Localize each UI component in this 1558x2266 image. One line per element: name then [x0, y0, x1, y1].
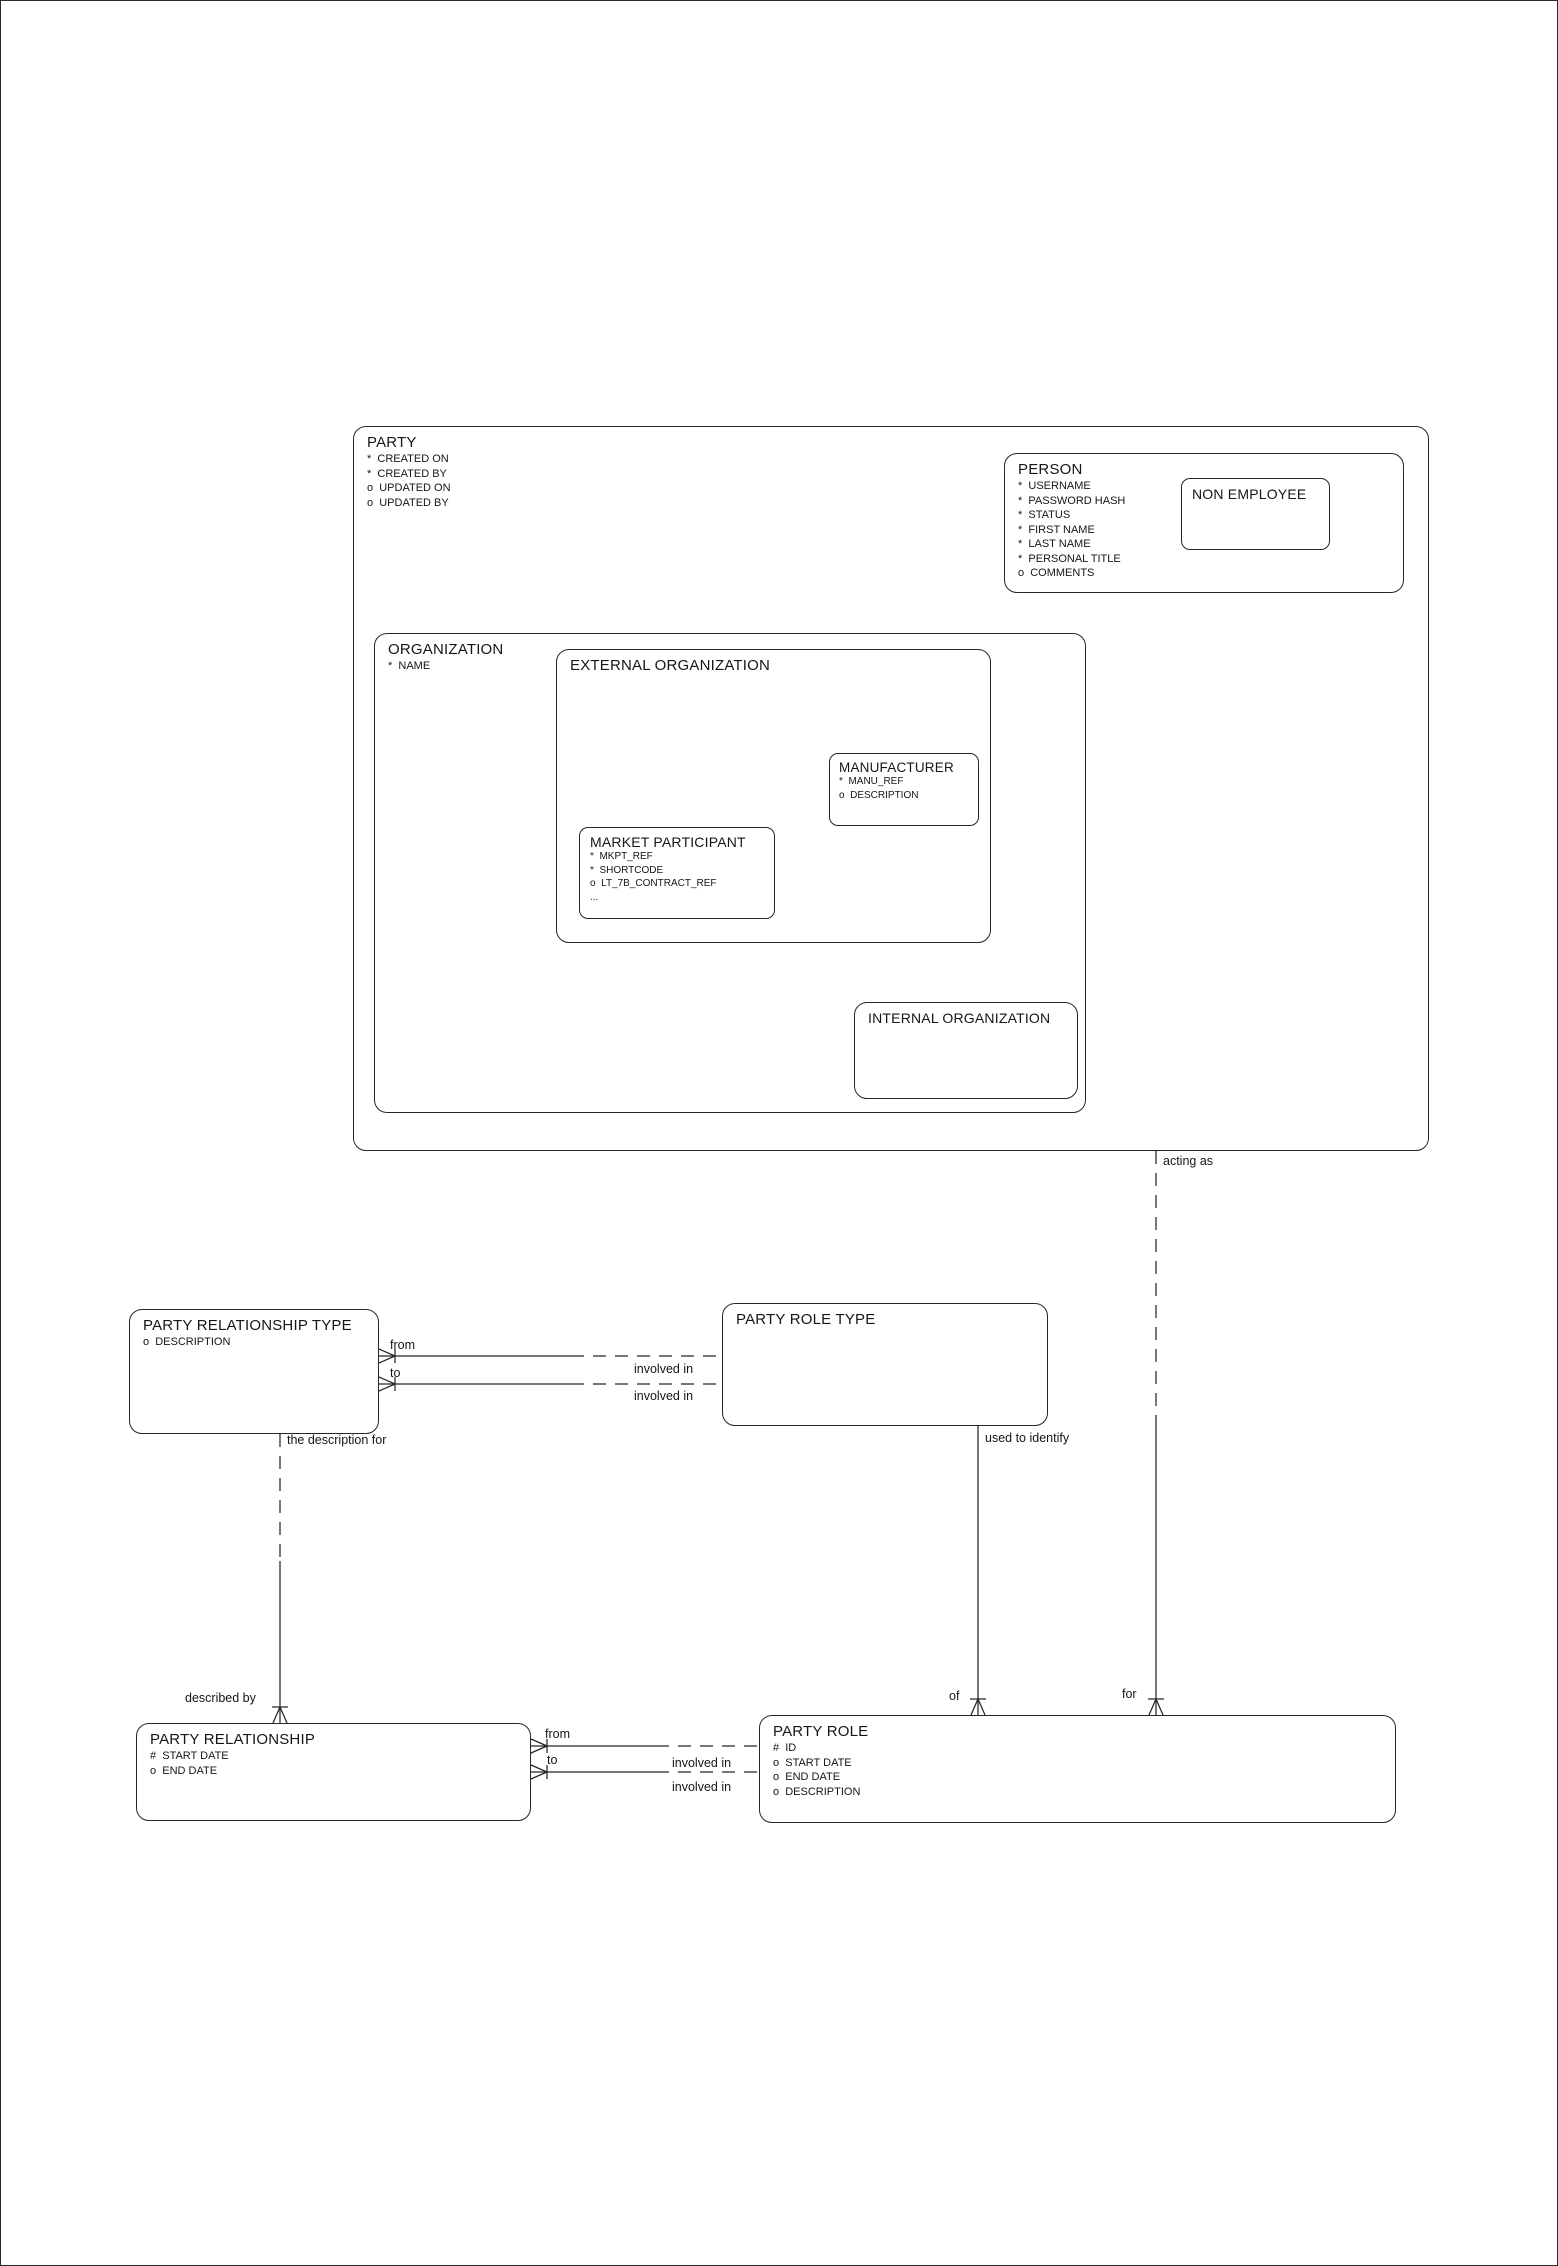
entity-title: PARTY — [367, 434, 417, 451]
entity-party-relationship-type[interactable]: PARTY RELATIONSHIP TYPE o DESCRIPTION — [129, 1309, 379, 1434]
attribute: o LT_7B_CONTRACT_REF — [590, 878, 717, 889]
relationship-label-the-description-for: the description for — [287, 1433, 387, 1447]
attribute: * PERSONAL TITLE — [1018, 552, 1121, 565]
attribute: o UPDATED ON — [367, 482, 451, 494]
relationship-label-prt-from: from — [390, 1338, 415, 1352]
entity-market-participant[interactable]: MARKET PARTICIPANT * MKPT_REF * SHORTCOD… — [579, 827, 775, 919]
attribute: # ID — [773, 1742, 797, 1754]
entity-manufacturer[interactable]: MANUFACTURER * MANU_REF o DESCRIPTION — [829, 753, 979, 826]
entity-title: PARTY RELATIONSHIP — [150, 1731, 316, 1748]
relationship-label-prt-to: to — [390, 1366, 401, 1380]
attribute: ... — [590, 891, 599, 903]
connector-description-for-described-by — [272, 1434, 288, 1724]
attribute: * SHORTCODE — [590, 864, 664, 876]
entity-title: MARKET PARTICIPANT — [590, 834, 746, 850]
connector-used-to-identify-of — [970, 1426, 986, 1716]
entity-non-employee[interactable]: NON EMPLOYEE — [1181, 478, 1330, 550]
entity-title: NON EMPLOYEE — [1192, 486, 1307, 502]
connector-prt-from-involved-in — [378, 1348, 722, 1364]
entity-person[interactable]: PERSON * USERNAME * PASSWORD HASH * STAT… — [1004, 453, 1404, 593]
entity-title: PERSON — [1018, 461, 1083, 478]
relationship-label-pr-from: from — [545, 1727, 570, 1741]
attribute: o END DATE — [150, 1764, 218, 1777]
attribute: * LAST NAME — [1018, 538, 1091, 550]
relationship-label-of: of — [949, 1689, 960, 1703]
attribute: o DESCRIPTION — [143, 1336, 231, 1348]
attribute: o DESCRIPTION — [839, 789, 919, 801]
relationship-label-for: for — [1122, 1687, 1137, 1701]
connector-acting-as-for — [1148, 1151, 1164, 1716]
attribute: o END DATE — [773, 1771, 841, 1783]
attribute: o DESCRIPTION — [773, 1785, 861, 1798]
attribute: * USERNAME — [1018, 480, 1091, 492]
attribute: o COMMENTS — [1018, 567, 1095, 579]
attribute: o UPDATED BY — [367, 496, 449, 509]
attribute: * MANU_REF — [839, 776, 904, 787]
entity-title: INTERNAL ORGANIZATION — [868, 1010, 1051, 1026]
attribute: * FIRST NAME — [1018, 523, 1095, 536]
entity-title: PARTY ROLE TYPE — [736, 1311, 876, 1328]
entity-title: ORGANIZATION — [388, 641, 504, 658]
relationship-label-pr-involved-in-2: involved in — [672, 1780, 732, 1794]
entity-party-relationship[interactable]: PARTY RELATIONSHIP # START DATE o END DA… — [136, 1723, 531, 1821]
connector-pr-from-involved-in — [530, 1738, 759, 1754]
entity-party-role-type[interactable]: PARTY ROLE TYPE — [722, 1303, 1048, 1426]
attribute: * CREATED BY — [367, 467, 447, 480]
entity-party-role[interactable]: PARTY ROLE # ID o START DATE o END DATE … — [759, 1715, 1396, 1823]
attribute: * NAME — [388, 660, 431, 672]
attribute: * STATUS — [1018, 509, 1071, 521]
relationship-label-prt-involved-in-2: involved in — [634, 1389, 694, 1403]
attribute: o START DATE — [773, 1756, 852, 1769]
attribute: * MKPT_REF — [590, 851, 653, 862]
relationship-label-used-to-identify: used to identify — [985, 1431, 1070, 1445]
attribute: * CREATED ON — [367, 453, 449, 465]
attribute: * PASSWORD HASH — [1018, 494, 1126, 507]
relationship-label-pr-involved-in-1: involved in — [672, 1756, 732, 1770]
entity-title: EXTERNAL ORGANIZATION — [570, 657, 771, 674]
entity-title: PARTY RELATIONSHIP TYPE — [143, 1317, 352, 1334]
relationship-label-pr-to: to — [547, 1753, 558, 1767]
relationship-label-described-by: described by — [185, 1691, 256, 1705]
relationship-label-acting-as: acting as — [1163, 1154, 1214, 1168]
entity-title: PARTY ROLE — [773, 1723, 869, 1740]
entity-title: MANUFACTURER — [839, 760, 954, 775]
entity-internal-organization[interactable]: INTERNAL ORGANIZATION — [854, 1002, 1078, 1099]
relationship-label-prt-involved-in-1: involved in — [634, 1362, 694, 1376]
attribute: # START DATE — [150, 1750, 229, 1762]
